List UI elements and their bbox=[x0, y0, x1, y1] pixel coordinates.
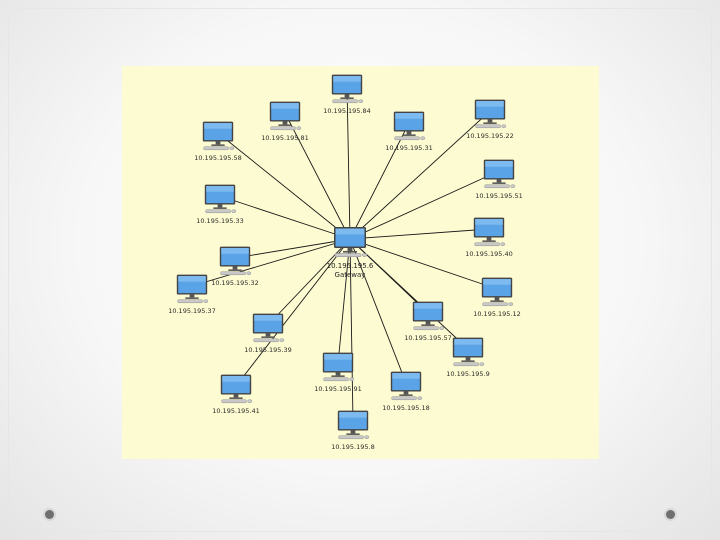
desktop-computer-icon bbox=[483, 159, 516, 189]
link-line bbox=[349, 238, 498, 290]
network-node[interactable]: 10.195.195.12 bbox=[473, 277, 521, 318]
network-node[interactable]: 10.195.195.33 bbox=[196, 184, 244, 225]
network-node[interactable]: 10.195.195.31 bbox=[385, 111, 433, 152]
network-node[interactable]: 10.195.195.41 bbox=[212, 374, 260, 415]
link-line bbox=[349, 238, 354, 423]
node-ip-label: 10.195.195.41 bbox=[212, 407, 260, 415]
link-line bbox=[217, 132, 351, 240]
network-node[interactable]: 10.195.195.91 bbox=[314, 352, 362, 393]
desktop-computer-icon bbox=[219, 246, 252, 276]
desktop-computer-icon bbox=[202, 121, 235, 151]
node-ip-label: 10.195.195.81 bbox=[261, 134, 309, 142]
network-node[interactable]: 10.195.195.81 bbox=[261, 101, 309, 142]
link-line bbox=[349, 238, 407, 384]
link-line bbox=[267, 238, 351, 326]
gateway-ip-label: 10.195.195.6 bbox=[327, 262, 374, 270]
gateway-name-label: Gateway bbox=[335, 271, 366, 279]
network-node[interactable]: 10.195.195.37 bbox=[168, 274, 216, 315]
node-ip-label: 10.195.195.33 bbox=[196, 217, 244, 225]
desktop-computer-icon bbox=[269, 101, 302, 131]
node-ip-label: 10.195.195.39 bbox=[244, 346, 292, 354]
node-ip-label: 10.195.195.32 bbox=[211, 279, 259, 287]
node-ip-label: 10.195.195.9 bbox=[446, 370, 489, 378]
desktop-computer-icon bbox=[176, 274, 209, 304]
node-ip-label: 10.195.195.8 bbox=[331, 443, 374, 451]
link-line bbox=[349, 110, 491, 240]
desktop-computer-icon bbox=[473, 217, 506, 247]
network-node[interactable]: 10.195.195.57 bbox=[404, 301, 452, 342]
desktop-computer-icon bbox=[390, 371, 423, 401]
node-ip-label: 10.195.195.12 bbox=[473, 310, 521, 318]
desktop-computer-icon bbox=[220, 374, 253, 404]
link-line bbox=[219, 195, 351, 240]
link-line bbox=[349, 228, 490, 240]
node-ip-label: 10.195.195.37 bbox=[168, 307, 216, 315]
link-line bbox=[346, 85, 351, 240]
network-node[interactable]: 10.195.195.84 bbox=[323, 74, 371, 115]
link-line bbox=[284, 112, 351, 240]
node-ip-label: 10.195.195.57 bbox=[404, 334, 452, 342]
desktop-computer-icon bbox=[474, 99, 507, 129]
slide-frame bbox=[8, 8, 712, 532]
network-node[interactable]: 10.195.195.51 bbox=[475, 159, 523, 200]
node-ip-label: 10.195.195.22 bbox=[466, 132, 514, 140]
desktop-computer-icon bbox=[337, 410, 370, 440]
desktop-computer-icon bbox=[331, 74, 364, 104]
link-line bbox=[234, 238, 351, 259]
link-line bbox=[337, 238, 351, 365]
desktop-computer-icon bbox=[204, 184, 237, 214]
desktop-computer-icon bbox=[252, 313, 285, 343]
link-line bbox=[349, 170, 500, 240]
network-diagram-panel: 10.195.195.84 10.195.195.81 10.195.195.31 1… bbox=[122, 66, 599, 459]
desktop-computer-icon bbox=[412, 301, 445, 331]
node-ip-label: 10.195.195.58 bbox=[194, 154, 242, 162]
network-node[interactable]: 10.195.195.39 bbox=[244, 313, 292, 354]
link-line bbox=[235, 238, 351, 387]
link-line bbox=[349, 122, 410, 240]
node-ip-label: 10.195.195.91 bbox=[314, 385, 362, 393]
desktop-computer-icon bbox=[452, 337, 485, 367]
link-line bbox=[349, 238, 469, 350]
slide-bullet-left bbox=[45, 510, 54, 519]
node-ip-label: 10.195.195.51 bbox=[475, 192, 523, 200]
desktop-computer-icon bbox=[334, 227, 367, 257]
network-node[interactable]: 10.195.195.8 bbox=[331, 410, 375, 451]
network-node[interactable]: 10.195.195.58 bbox=[194, 121, 242, 162]
network-node[interactable]: 10.195.195.32 bbox=[211, 246, 259, 287]
network-node[interactable]: 10.195.195.9 bbox=[446, 337, 490, 378]
network-node[interactable]: 10.195.195.18 bbox=[382, 371, 430, 412]
node-ip-label: 10.195.195.31 bbox=[385, 144, 433, 152]
network-node[interactable]: 10.195.195.22 bbox=[466, 99, 514, 140]
desktop-computer-icon bbox=[481, 277, 514, 307]
node-ip-label: 10.195.195.40 bbox=[465, 250, 513, 258]
slide-bullet-right bbox=[666, 510, 675, 519]
link-line bbox=[191, 238, 351, 287]
network-node[interactable]: 10.195.195.40 bbox=[465, 217, 513, 258]
desktop-computer-icon bbox=[322, 352, 355, 382]
network-diagram: 10.195.195.84 10.195.195.81 10.195.195.31 1… bbox=[168, 74, 523, 451]
desktop-computer-icon bbox=[393, 111, 426, 141]
node-ip-label: 10.195.195.18 bbox=[382, 404, 430, 412]
node-ip-label: 10.195.195.84 bbox=[323, 107, 371, 115]
